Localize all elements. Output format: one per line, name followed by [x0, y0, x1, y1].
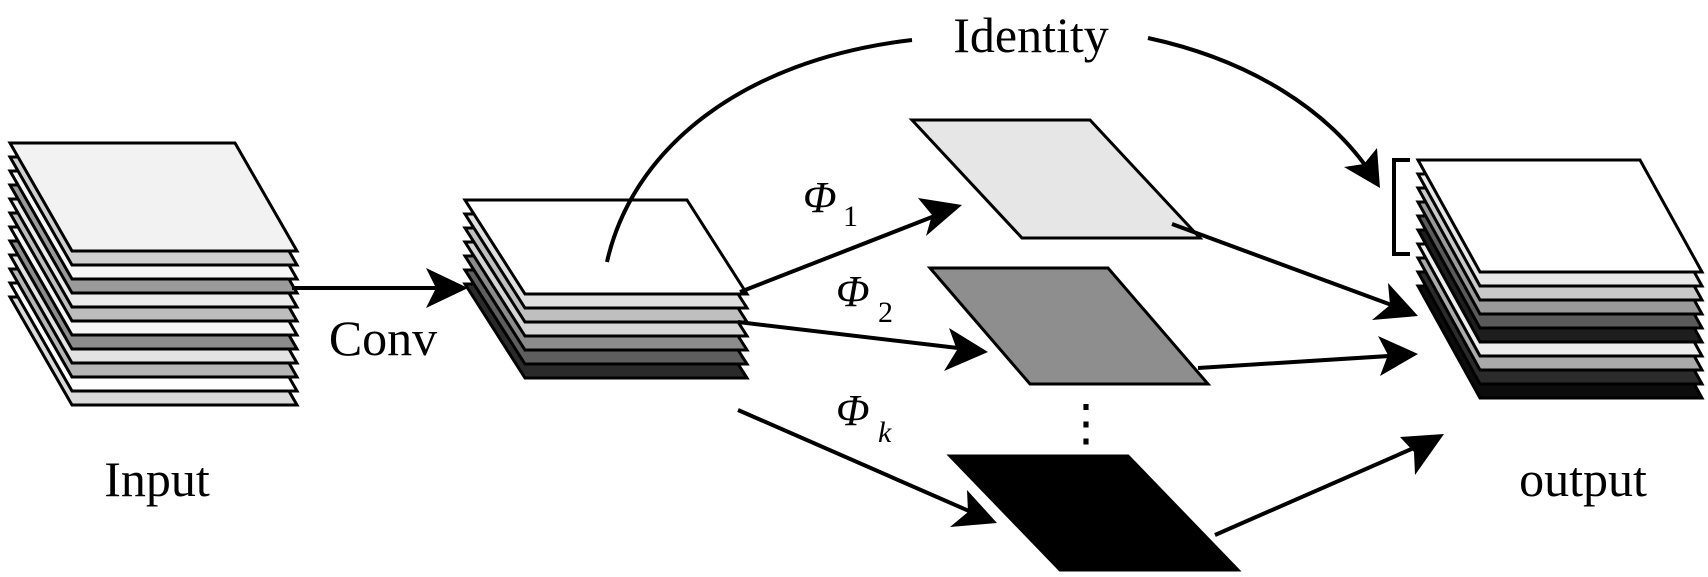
- fmk-to-output-arrowhead: [1400, 434, 1444, 475]
- output-layer: [1415, 158, 1705, 274]
- phi1-arrow: [739, 208, 951, 294]
- conv-arrowhead: [426, 268, 468, 308]
- output-stack: [1415, 158, 1705, 400]
- input-label: Input: [104, 451, 210, 507]
- phi1-arrowhead: [918, 198, 962, 236]
- feature-map-k: [946, 454, 1242, 572]
- fm2-to-output-arrow: [1197, 353, 1406, 370]
- input-stack: [7, 141, 300, 407]
- fm2-to-output-arrowhead: [1378, 336, 1418, 376]
- phi2-arrowhead: [944, 328, 988, 371]
- conv-layer: [462, 198, 750, 296]
- phi-k-symbol: Φ: [836, 386, 870, 435]
- conv-feature-stack: [462, 198, 750, 380]
- ellipsis: ⋮: [1061, 395, 1111, 451]
- fmk-to-output-arrow: [1214, 438, 1433, 537]
- identity-label: Identity: [953, 7, 1109, 63]
- feature-map-2: [926, 266, 1212, 386]
- fm1-to-output-arrowhead: [1372, 283, 1418, 320]
- identity-arc-right: [1147, 36, 1376, 180]
- phik-arrowhead: [950, 490, 997, 527]
- feature-map-1: [908, 118, 1204, 240]
- input-layer: [7, 141, 300, 253]
- phi-1-symbol: Φ: [803, 173, 837, 222]
- identity-bracket: [1392, 158, 1410, 256]
- phik-arrow: [737, 408, 986, 520]
- phi-2-symbol: 2: [878, 296, 893, 329]
- identity-arc-left: [605, 38, 913, 263]
- phi-1-subscript: 1: [843, 200, 858, 233]
- arrows: [292, 36, 1444, 537]
- phi-k-subscript: k: [878, 416, 892, 449]
- conv-label: Conv: [329, 310, 437, 366]
- phi-2-phi: Φ: [836, 267, 870, 316]
- output-label: output: [1519, 451, 1647, 507]
- phi2-arrow: [737, 320, 976, 352]
- fm1-to-output-arrow: [1171, 222, 1406, 312]
- identity-arrowhead: [1344, 148, 1380, 188]
